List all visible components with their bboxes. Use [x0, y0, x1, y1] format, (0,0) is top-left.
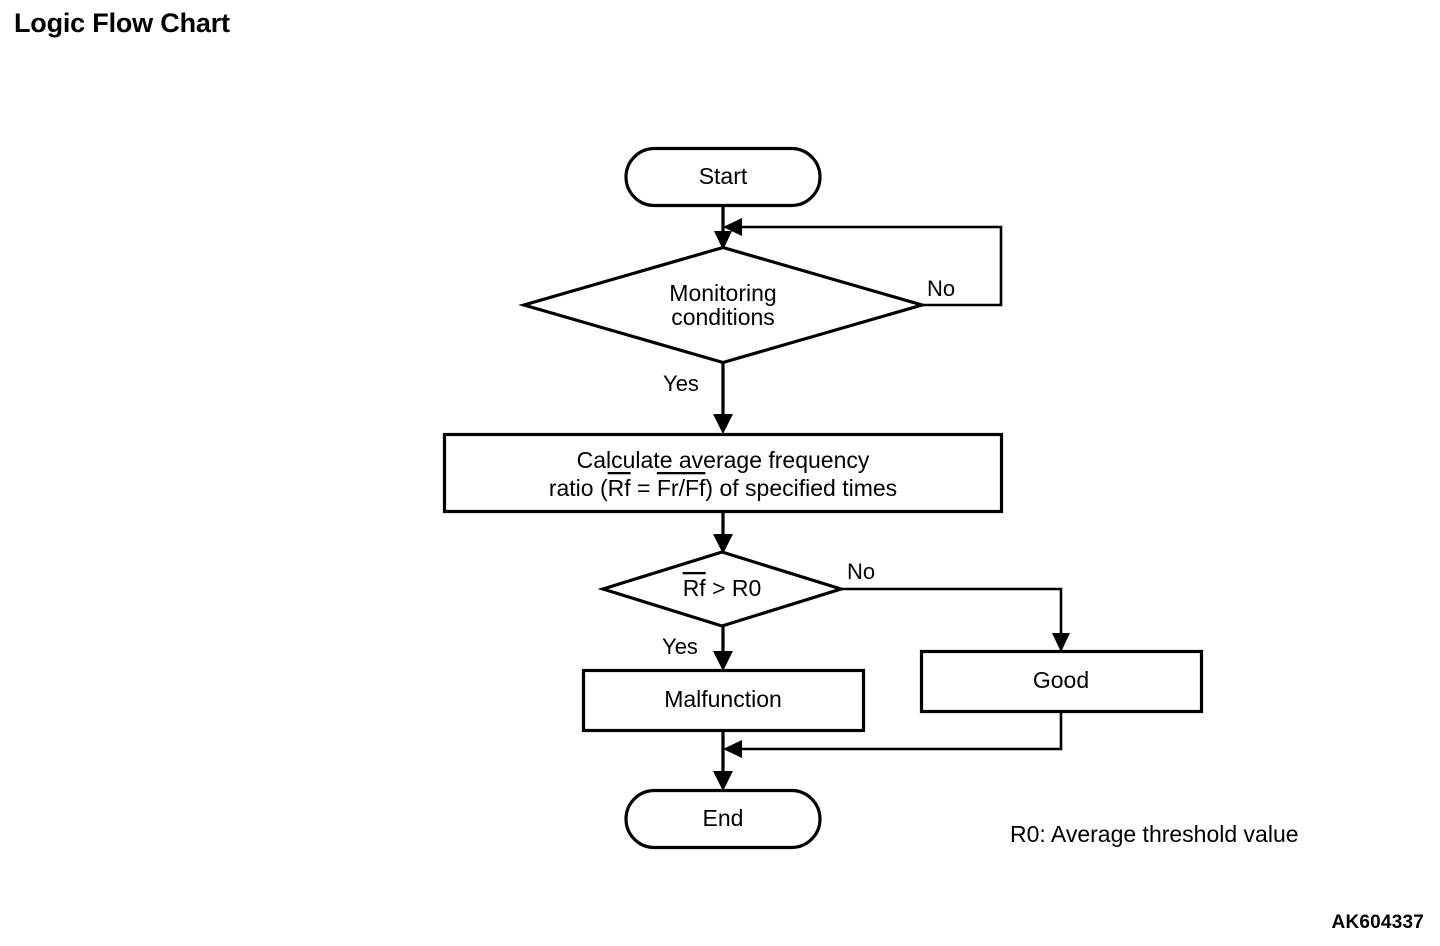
- node-calculate-label-line1: Calculate average frequency: [577, 447, 870, 473]
- node-good-label: Good: [1033, 667, 1089, 693]
- node-good[interactable]: Good: [919, 649, 1204, 714]
- edge-monitoring-yes-to-calculate: [713, 363, 733, 434]
- calculate-line2-rf-overbar: Rf: [608, 475, 632, 501]
- node-rf-greater-than-r0[interactable]: Rf > R0: [597, 550, 847, 628]
- calculate-line2-frff-overbar: Fr/Ff: [657, 475, 706, 501]
- edge-good-to-join: [723, 711, 1063, 758]
- node-start[interactable]: Start: [624, 146, 822, 208]
- node-malfunction[interactable]: Malfunction: [581, 668, 866, 733]
- edge-calculate-to-threshold: [713, 511, 733, 554]
- edge-start-to-monitoring: [714, 205, 732, 250]
- edge-label-monitoring-yes: Yes: [663, 371, 699, 396]
- node-monitoring-conditions[interactable]: Monitoring conditions: [518, 245, 928, 365]
- edge-monitoring-no-loop: [723, 218, 1003, 307]
- node-calculate-label-line2: ratio (Rf = Fr/Ff) of specified times: [549, 475, 897, 501]
- node-monitoring-label-line2: conditions: [671, 304, 775, 330]
- node-threshold-label: Rf > R0: [683, 575, 762, 601]
- calculate-line2-prefix: ratio (: [549, 475, 608, 501]
- node-end-label: End: [703, 805, 744, 831]
- node-calculate-average-frequency-ratio[interactable]: Calculate average frequency ratio (Rf = …: [442, 432, 1004, 514]
- edge-label-monitoring-no: No: [927, 276, 955, 301]
- edge-threshold-yes-to-malfunction: [713, 626, 733, 671]
- node-malfunction-label: Malfunction: [664, 686, 782, 712]
- calculate-line2-mid: =: [631, 475, 657, 501]
- node-start-label: Start: [699, 163, 748, 189]
- edge-malfunction-to-end: [713, 730, 733, 791]
- threshold-rf-overbar: Rf: [683, 575, 707, 601]
- edge-label-threshold-yes: Yes: [662, 634, 698, 659]
- corner-reference-code: AK604337: [1331, 912, 1424, 933]
- legend-r0-definition: R0: Average threshold value: [1010, 821, 1299, 847]
- page-title: Logic Flow Chart: [14, 8, 230, 38]
- node-end[interactable]: End: [624, 788, 822, 850]
- calculate-line2-suffix: ) of specified times: [705, 475, 897, 501]
- node-monitoring-label-line1: Monitoring: [669, 280, 776, 306]
- threshold-rest: > R0: [706, 575, 762, 601]
- edge-label-threshold-no: No: [847, 559, 875, 584]
- edge-threshold-no-to-good: [841, 587, 1070, 652]
